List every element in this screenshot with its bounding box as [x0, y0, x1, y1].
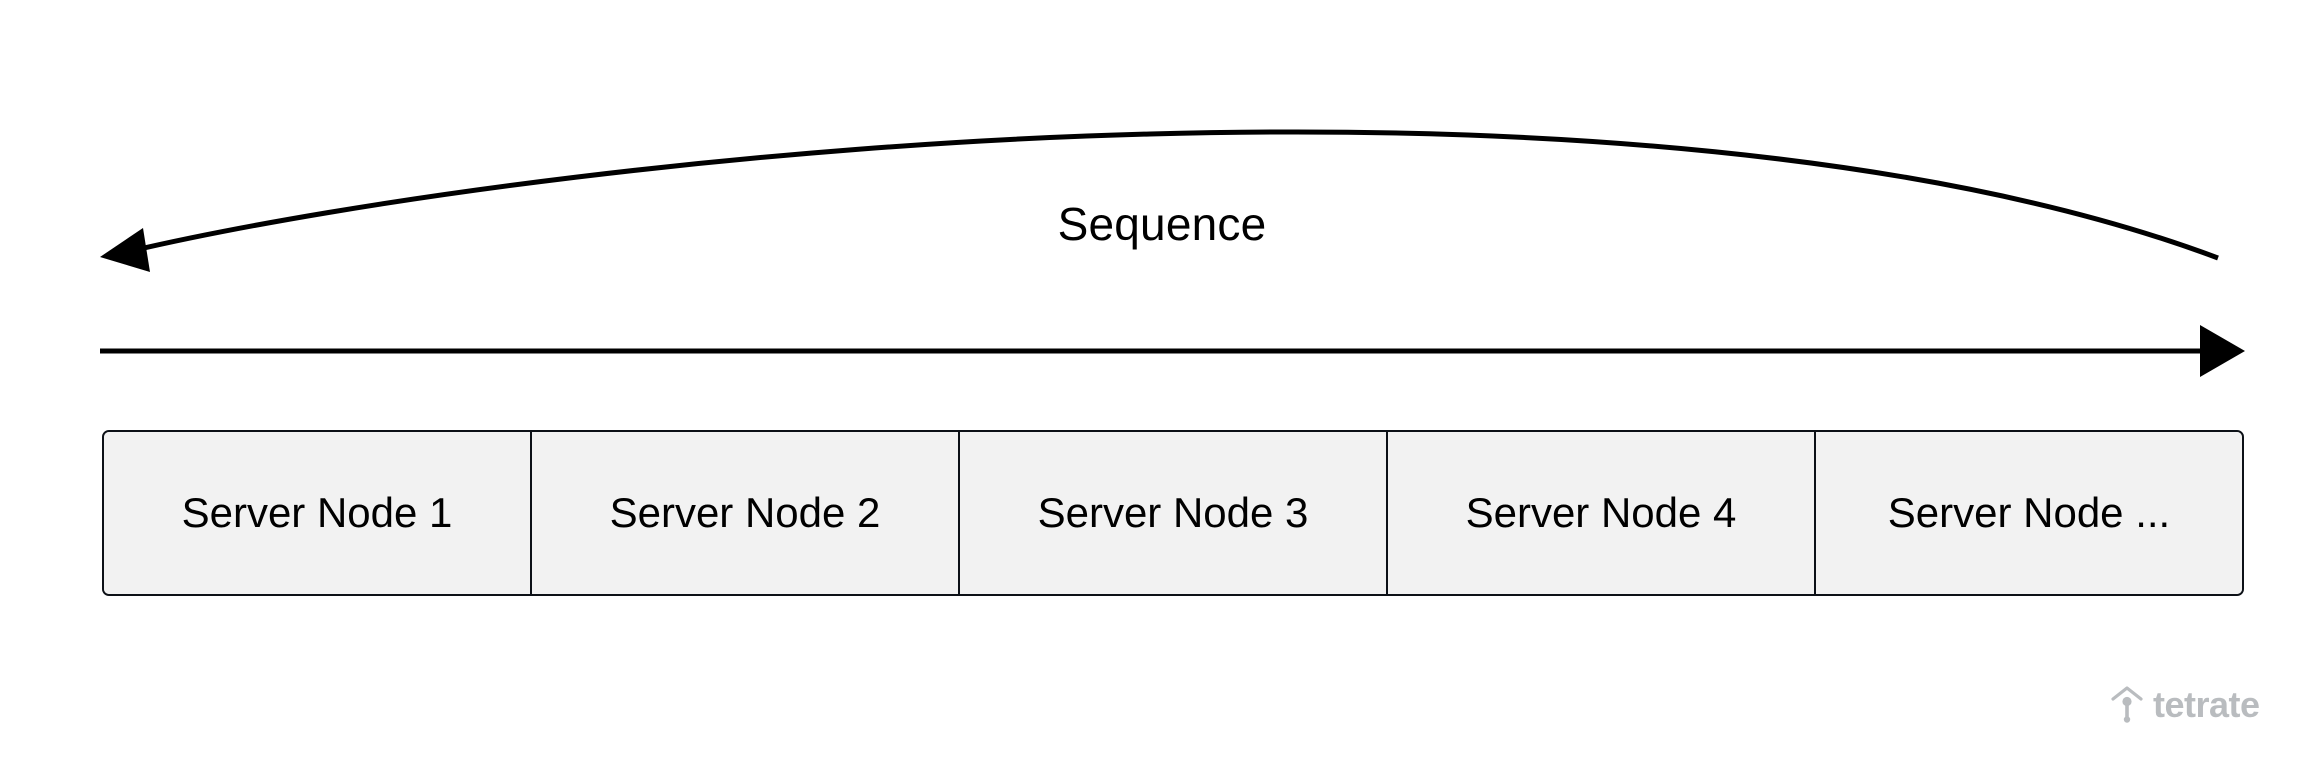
- server-node-label-5: Server Node ...: [1887, 489, 2171, 536]
- straight-arrow-forward: [100, 325, 2245, 377]
- server-node-label-3: Server Node 3: [1037, 489, 1309, 536]
- sequence-label: Sequence: [1057, 198, 1267, 250]
- straight-arrow-forward-head: [2200, 325, 2245, 377]
- tetrate-pin-icon: [2111, 686, 2143, 723]
- server-node-cell-5[interactable]: Server Node ...: [1816, 432, 2242, 594]
- server-node-cell-3[interactable]: Server Node 3: [960, 432, 1388, 594]
- server-node-label-2: Server Node 2: [609, 489, 881, 536]
- server-node-cell-4[interactable]: Server Node 4: [1388, 432, 1816, 594]
- server-node-cell-1[interactable]: Server Node 1: [104, 432, 532, 594]
- server-node-label-4: Server Node 4: [1465, 489, 1737, 536]
- server-node-strip: Server Node 1 Server Node 2 Server Node …: [102, 430, 2244, 596]
- server-node-cell-2[interactable]: Server Node 2: [532, 432, 960, 594]
- server-node-label-1: Server Node 1: [181, 489, 453, 536]
- tetrate-logo-text: tetrate: [2153, 684, 2260, 725]
- tetrate-logo: tetrate: [2110, 686, 2260, 724]
